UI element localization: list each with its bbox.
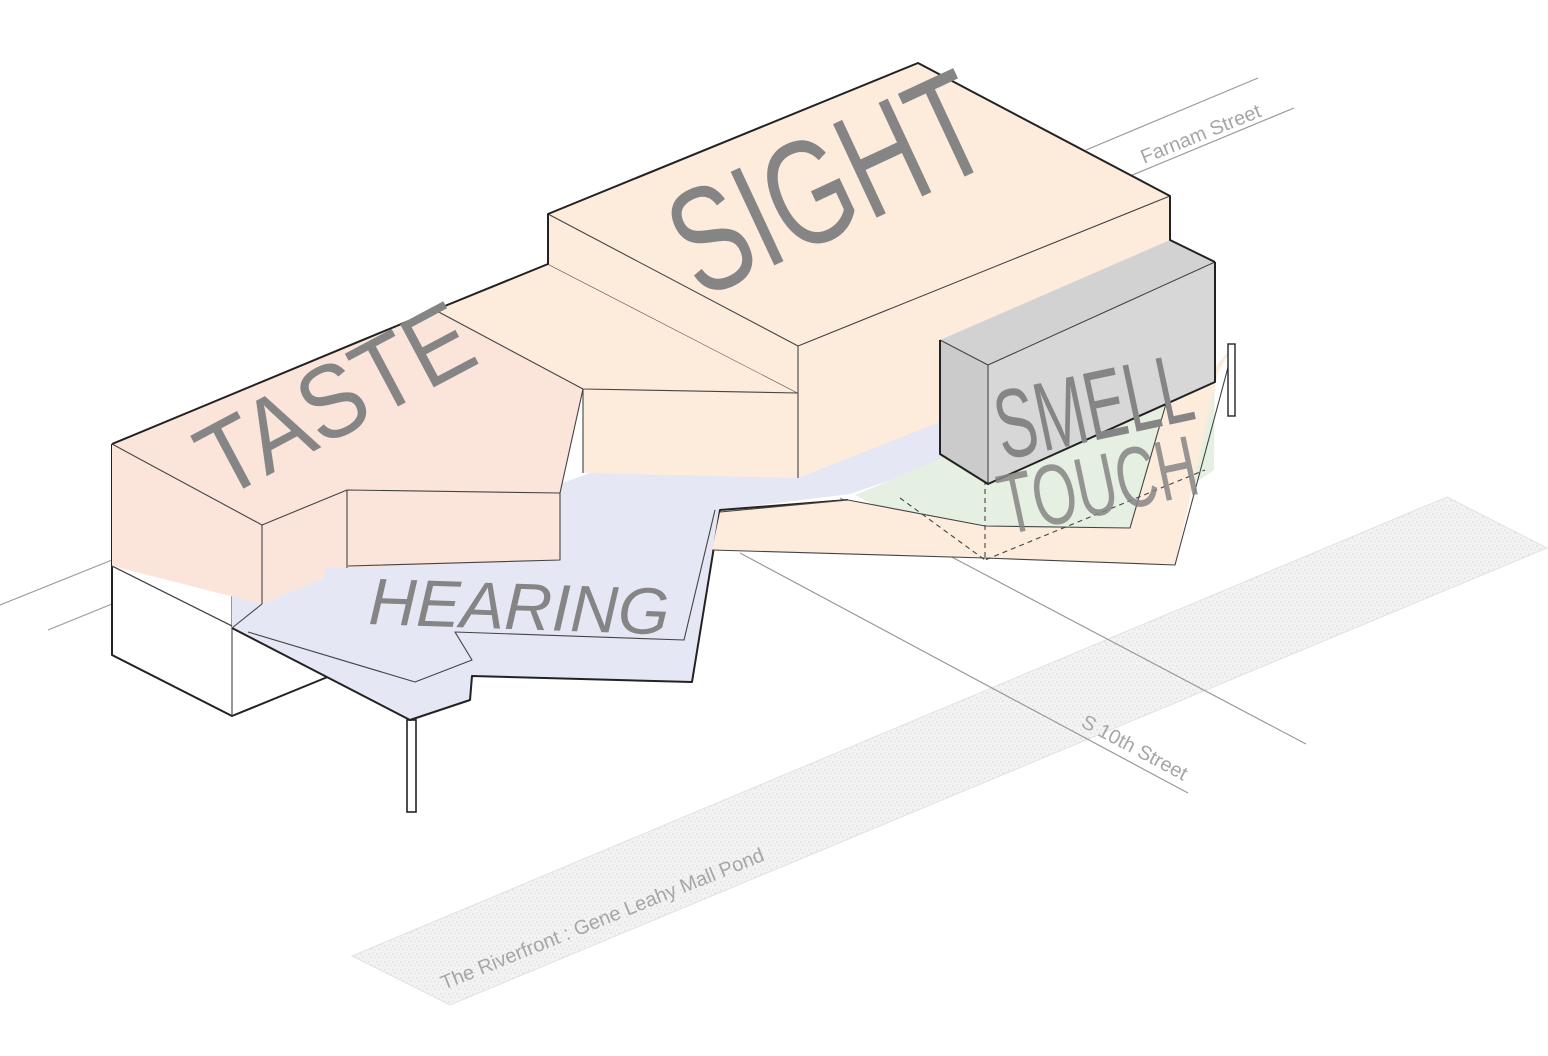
touch-ribbon: [712, 345, 1234, 565]
riverfront-pond: [350, 496, 1548, 1006]
s10th-street-label: S 10th Street: [1078, 711, 1192, 785]
sight-connector-top: [435, 264, 798, 393]
sight-volume-side: [798, 196, 1170, 478]
site-context: [0, 77, 1548, 1006]
smell-volume-top: [940, 240, 1215, 365]
taste-volume-side: [347, 490, 560, 568]
farnam-street-label: Farnam Street: [1138, 100, 1265, 168]
taste-volume-front: [112, 444, 262, 604]
hearing-label: HEARING: [368, 564, 671, 648]
s10th-street-line-west: [739, 552, 1189, 794]
sight-volume-top: [548, 63, 1170, 346]
hearing-zone: [232, 420, 990, 720]
support-column-east: [1227, 343, 1236, 417]
taste-volume-top: [112, 310, 583, 525]
farnam-street-line-south: [1129, 107, 1295, 177]
farnam-street-line-west-a: [0, 559, 113, 606]
farnam-street-line-west-b: [47, 603, 113, 631]
building-massing: [111, 62, 1236, 813]
taste-volume-step: [262, 490, 347, 604]
smell-volume-front: [940, 340, 988, 484]
base-volume-front: [112, 566, 232, 716]
support-column-west: [406, 719, 417, 813]
smell-volume-side: [988, 262, 1215, 484]
sight-connector-front: [583, 389, 798, 478]
sight-volume-front: [548, 214, 798, 393]
farnam-street-line-north: [1085, 77, 1259, 151]
